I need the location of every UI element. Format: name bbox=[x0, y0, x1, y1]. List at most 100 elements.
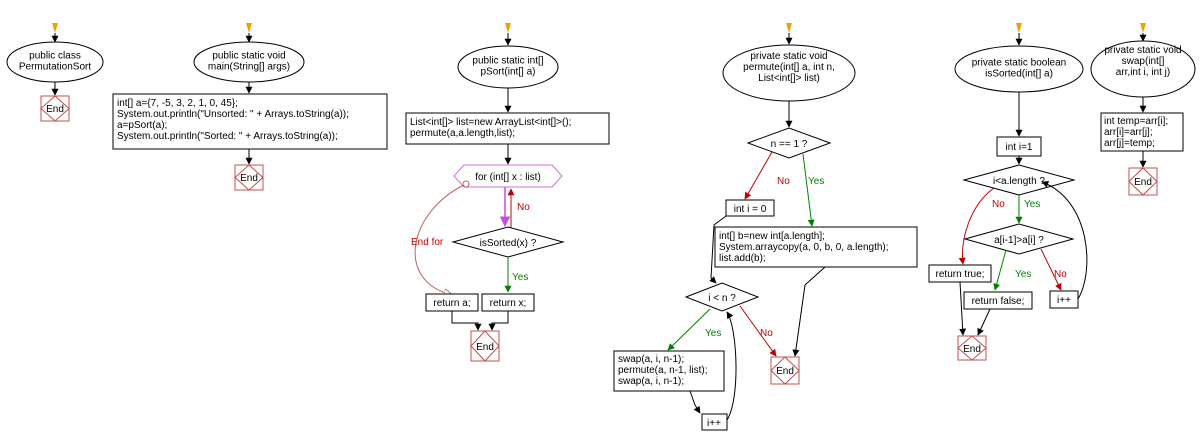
end-node: End bbox=[470, 330, 500, 362]
start-arrow-icon bbox=[246, 23, 252, 33]
end-node: End bbox=[40, 95, 70, 122]
text-line: System.arraycopy(a, 0, b, 0, a.length); bbox=[719, 242, 889, 253]
end-label: End bbox=[963, 344, 981, 355]
decision-label: n == 1 ? bbox=[771, 139, 808, 150]
text-line: swap(a, i, n-1); bbox=[618, 354, 684, 365]
start-arrow-icon bbox=[505, 23, 511, 33]
decision-label-2: i < n ? bbox=[708, 293, 736, 304]
text-line: public static void bbox=[212, 51, 285, 62]
label-yes-2: Yes bbox=[1015, 269, 1031, 280]
process-box bbox=[405, 112, 610, 145]
start-arrow-icon bbox=[1140, 23, 1146, 33]
return-true-label: return true; bbox=[936, 269, 985, 280]
for-loop-node bbox=[453, 164, 563, 188]
init-label: int i=1 bbox=[1006, 142, 1033, 153]
text-line: PermutationSort bbox=[19, 62, 91, 73]
text-line: int[] b=new int[a.length]; bbox=[719, 231, 825, 242]
text-line: pSort(int[] a) bbox=[480, 67, 535, 78]
increment-label: i++ bbox=[1057, 295, 1071, 306]
start-arrow-icon bbox=[52, 23, 58, 33]
increment-box bbox=[701, 413, 728, 431]
process-box bbox=[1100, 112, 1184, 152]
increment-label: i++ bbox=[707, 418, 721, 429]
decision-label: isSorted(x) ? bbox=[480, 238, 537, 249]
text-line: private static boolean bbox=[972, 58, 1067, 69]
label-yes: Yes bbox=[512, 272, 528, 283]
text-line: permute(a, n-1, list); bbox=[618, 365, 707, 376]
label-yes: Yes bbox=[1024, 199, 1040, 210]
text-line: permute(int[] a, int n, bbox=[743, 62, 835, 73]
label-no-2: No bbox=[1054, 269, 1067, 280]
decision-node-2 bbox=[963, 223, 1075, 255]
text-line: permute(a,a.length,list); bbox=[410, 128, 515, 139]
text-line: List<int[]> list) bbox=[758, 73, 820, 84]
return-false-label: return false; bbox=[972, 296, 1025, 307]
label-yes: Yes bbox=[808, 176, 824, 187]
start-arrow-icon bbox=[786, 23, 792, 33]
text-line: arr,int i, int j) bbox=[1116, 67, 1170, 78]
text-line: swap(int[] bbox=[1122, 56, 1165, 67]
decision-label: i<a.length ? bbox=[993, 176, 1045, 187]
init-label: int i = 0 bbox=[734, 204, 767, 215]
end-node: End bbox=[234, 164, 264, 191]
text-line: private static void bbox=[1104, 45, 1181, 56]
label-end-for: End for bbox=[411, 237, 444, 248]
for-loop-label: for (int[] x : list) bbox=[475, 172, 541, 183]
start-arrow-icon bbox=[1016, 23, 1022, 33]
end-label: End bbox=[776, 366, 794, 377]
return-x-label: return x; bbox=[490, 298, 527, 309]
text-line: int[] a={7, -5, 3, 2, 1, 0, 45}; bbox=[117, 98, 238, 109]
text-line: System.out.println("Sorted: " + Arrays.t… bbox=[117, 131, 338, 142]
end-label: End bbox=[240, 173, 258, 184]
end-label: End bbox=[46, 104, 64, 115]
end-label: End bbox=[1134, 177, 1152, 188]
return-false-box bbox=[963, 291, 1033, 310]
text-line: arr[i]=arr[j]; bbox=[1104, 127, 1153, 138]
text-line: list.add(b); bbox=[719, 253, 766, 264]
end-node: End bbox=[957, 335, 987, 361]
return-a-label: return a; bbox=[433, 298, 470, 309]
chart-psort: public static int[]pSort(int[] a) List<i… bbox=[405, 23, 610, 362]
increment-box bbox=[1049, 290, 1079, 309]
text-line: public class bbox=[29, 51, 81, 62]
decision-node bbox=[962, 164, 1076, 196]
decision-node-2 bbox=[684, 282, 760, 312]
end-node: End bbox=[1128, 167, 1158, 196]
text-line: public static int[] bbox=[472, 56, 543, 67]
decision-node bbox=[746, 127, 832, 159]
text-line: arr[j]=temp; bbox=[1104, 138, 1155, 149]
process-box bbox=[112, 93, 388, 150]
process-text: int[] a={7, -5, 3, 2, 1, 0, 45}; System.o… bbox=[117, 98, 349, 142]
end-node: End bbox=[770, 356, 800, 385]
label-no: No bbox=[517, 202, 530, 213]
text-line: a=pSort(a); bbox=[117, 120, 167, 131]
label-yes-2: Yes bbox=[705, 328, 721, 339]
loop-body-box bbox=[613, 350, 725, 392]
label-no-2: No bbox=[760, 328, 773, 339]
text-line: int temp=arr[i]; bbox=[1104, 116, 1168, 127]
yes-process-box bbox=[714, 226, 918, 268]
loop-body-text: swap(a, i, n-1);permute(a, n-1, list);sw… bbox=[618, 354, 707, 387]
decision-node bbox=[451, 226, 565, 258]
text-line: main(String[] args) bbox=[208, 62, 290, 73]
end-label: End bbox=[476, 342, 494, 353]
text-line: private static void bbox=[750, 51, 827, 62]
text-line: List<int[]> list=new ArrayList<int[]>(); bbox=[410, 117, 571, 128]
start-label: public static int[]pSort(int[] a) bbox=[472, 56, 543, 78]
text-line: isSorted(int[] a) bbox=[985, 69, 1053, 80]
process-text: int temp=arr[i];arr[i]=arr[j];arr[j]=tem… bbox=[1104, 116, 1168, 149]
decision-label-2: a[i-1]>a[i] ? bbox=[994, 235, 1044, 246]
text-line: swap(a, i, n-1); bbox=[618, 376, 684, 387]
process-text: List<int[]> list=new ArrayList<int[]>();… bbox=[410, 117, 571, 139]
